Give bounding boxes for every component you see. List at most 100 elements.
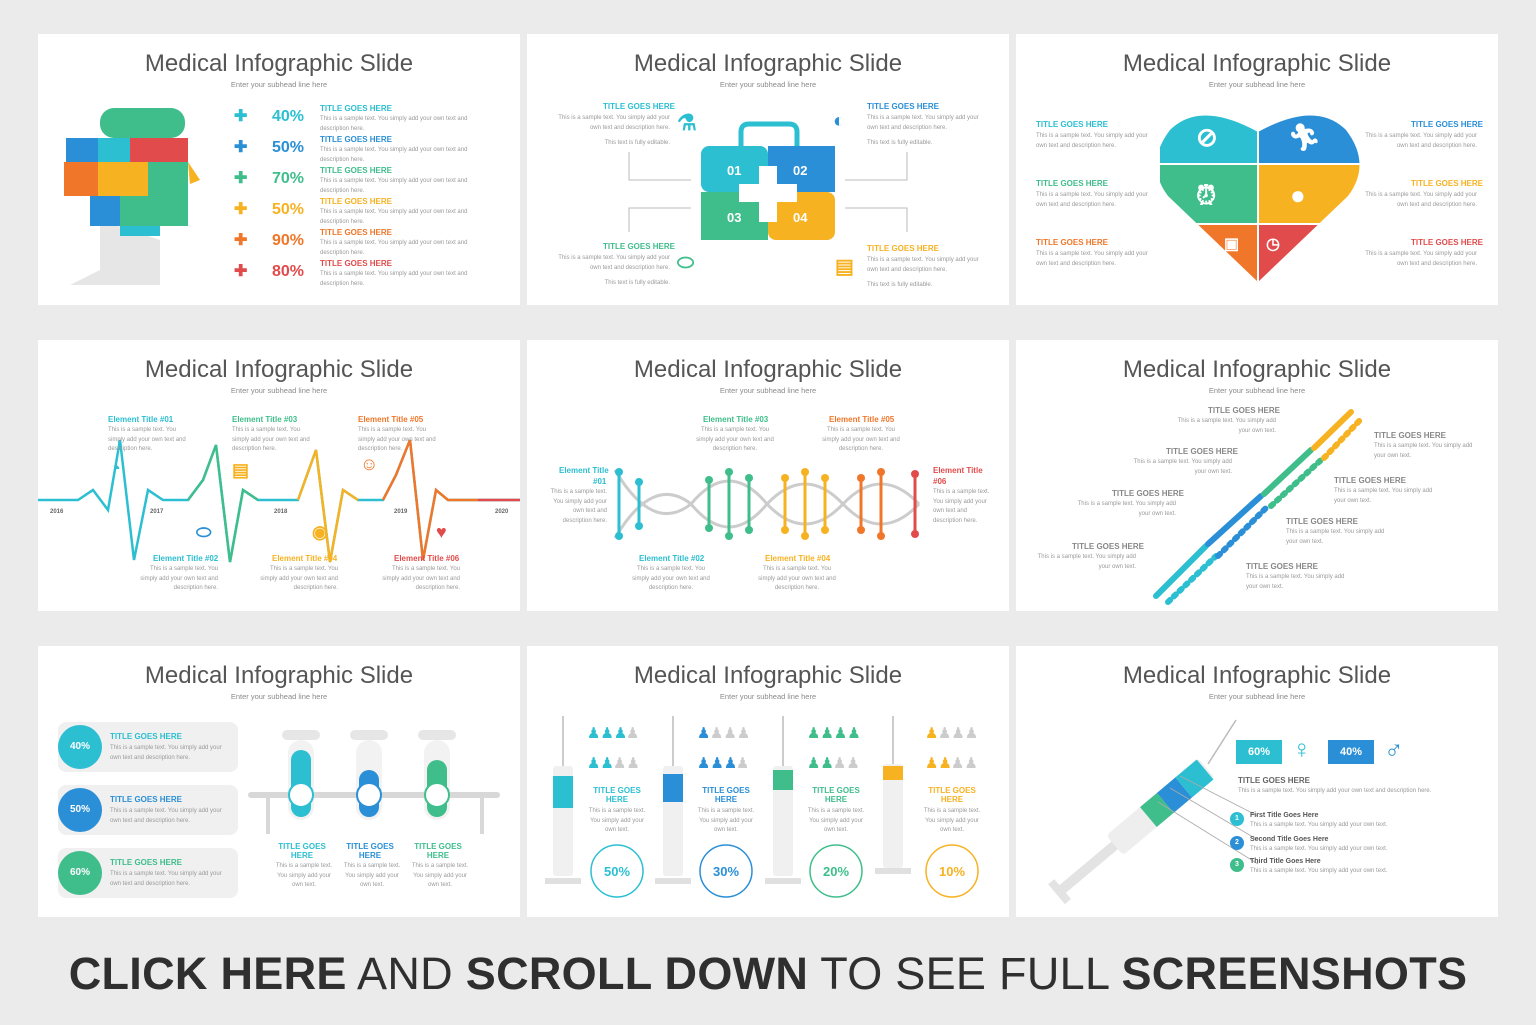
clipboard-icon: ▤: [835, 256, 854, 278]
slide-subtitle: Enter your subhead line here: [1208, 692, 1306, 701]
heart-text-l1: This is a sample text. You simply add yo…: [1036, 133, 1148, 149]
slide-title: Medical Infographic Slide: [633, 356, 903, 383]
slide-5-dna-horizontal[interactable]: Medical Infographic Slide Enter your sub…: [527, 340, 1009, 611]
row-title: TITLE GOES HERE: [320, 197, 393, 206]
element-title-04: Element Title #04: [765, 554, 831, 563]
pct-value: 80%: [272, 263, 305, 280]
slide-2-medical-kit[interactable]: Medical Infographic Slide Enter your sub…: [527, 34, 1009, 305]
element-title-06: Element Title: [933, 466, 983, 475]
tube-title-1: TITLE GOES HERE: [278, 842, 326, 860]
puzzle-icon: ✚: [234, 139, 248, 156]
item-number: 2: [1235, 839, 1239, 846]
dna-title-4: TITLE GOES HERE: [1072, 542, 1145, 551]
svg-text:♟: ♟: [626, 724, 639, 742]
card-text-1: This is a sample text. You simply add yo…: [110, 745, 222, 761]
element-text-04: This is a sample text. You simply add yo…: [260, 566, 338, 591]
head-puzzle-graphic: [64, 108, 200, 285]
block-title-bl: TITLE GOES HERE: [603, 242, 676, 251]
capsule-icon: ⬭: [677, 252, 695, 274]
slide-8-syringes[interactable]: Medical Infographic Slide Enter your sub…: [527, 646, 1009, 917]
apple-icon: ●: [1290, 180, 1306, 210]
male-icon: ♂: [1384, 734, 1404, 764]
male-pct-badge: 40%: [1328, 740, 1374, 764]
dna-text-3: This is a sample text. You simply add yo…: [1077, 501, 1176, 517]
block-text-bl: This is a sample text. You simply add yo…: [558, 255, 670, 271]
slide-subtitle: Enter your subhead line here: [1208, 386, 1306, 395]
pct-value: 50%: [272, 201, 305, 218]
row-text: This is a sample text. You simply add yo…: [320, 209, 468, 225]
heart-text-r1: This is a sample text. You simply add yo…: [1365, 133, 1477, 149]
slide-title: Medical Infographic Slide: [633, 50, 903, 77]
cta-screenshots: SCREENSHOTS: [1121, 948, 1468, 999]
element-text-06: This is a sample text. You simply add yo…: [382, 566, 460, 591]
dna-text-7: This is a sample text. You simply add yo…: [1286, 529, 1385, 545]
element-text-02: This is a sample text. You simply add yo…: [632, 566, 710, 591]
syringe-title-4: TITLE GOES HERE: [928, 786, 976, 804]
row-title: TITLE GOES HERE: [320, 166, 393, 175]
block-text-br: This is a sample text. You simply add yo…: [867, 257, 979, 273]
element-text-06: This is a sample text. You simply add yo…: [933, 489, 990, 524]
item-text: This is a sample text. You simply add yo…: [1250, 822, 1388, 828]
syringe-text-3: This is a sample text. You simply add yo…: [807, 808, 865, 833]
element-text-05: This is a sample text. You simply add yo…: [358, 427, 436, 452]
slide-6-dna-diagonal[interactable]: Medical Infographic Slide Enter your sub…: [1016, 340, 1498, 611]
card-text-3: This is a sample text. You simply add yo…: [110, 871, 222, 887]
pct-value: 40%: [272, 108, 305, 125]
element-title-01: Element Title #01: [108, 415, 174, 424]
item-number: 1: [1235, 815, 1239, 822]
slide-9-gender-syringe[interactable]: Medical Infographic Slide Enter your sub…: [1016, 646, 1498, 917]
item-text: This is a sample text. You simply add yo…: [1250, 846, 1388, 852]
slide-subtitle: Enter your subhead line here: [719, 80, 817, 89]
element-text-03: This is a sample text. You simply add yo…: [232, 427, 310, 452]
heart-text-r2: This is a sample text. You simply add yo…: [1365, 192, 1477, 208]
heart-title-r2: TITLE GOES HERE: [1411, 179, 1484, 188]
syringe-text-1: This is a sample text. You simply add yo…: [588, 808, 646, 833]
element-text-03: This is a sample text. You simply add yo…: [696, 427, 774, 452]
svg-text:♟♟: ♟♟: [833, 754, 860, 772]
lungs-icon: ♥: [436, 522, 447, 542]
row-title: TITLE GOES HERE: [320, 135, 393, 144]
slide-subtitle: Enter your subhead line here: [1208, 80, 1306, 89]
heart-title-l3: TITLE GOES HERE: [1036, 238, 1109, 247]
gender-text: This is a sample text. You simply add yo…: [1238, 788, 1432, 794]
heart-text-l3: This is a sample text. You simply add yo…: [1036, 251, 1148, 267]
slide-7-test-tubes[interactable]: Medical Infographic Slide Enter your sub…: [38, 646, 520, 917]
pct-value: 50%: [69, 804, 90, 815]
element-title-01: Element Title: [559, 466, 609, 475]
row-text: This is a sample text. You simply add yo…: [320, 116, 468, 132]
item-title: Third Title Goes Here: [1250, 858, 1321, 865]
slide-subtitle: Enter your subhead line here: [719, 386, 817, 395]
svg-text:♟♟: ♟♟: [613, 754, 640, 772]
heart-title-l2: TITLE GOES HERE: [1036, 179, 1109, 188]
svg-text:♟♟: ♟♟: [925, 754, 952, 772]
slide-1-head-puzzle[interactable]: Medical Infographic Slide Enter your sub…: [38, 34, 520, 305]
dna-title-2: TITLE GOES HERE: [1166, 447, 1239, 456]
tube-title-3: TITLE GOES HERE: [414, 842, 462, 860]
block-title-tl: TITLE GOES HERE: [603, 102, 676, 111]
timer-icon: ◷: [1266, 236, 1280, 253]
male-pct: 40%: [1339, 746, 1363, 758]
item-title: First Title Goes Here: [1250, 812, 1319, 819]
item-number: 3: [1235, 861, 1239, 868]
dna-title-1: TITLE GOES HERE: [1208, 406, 1281, 415]
row-title: TITLE GOES HERE: [320, 228, 393, 237]
item-title: Second Title Goes Here: [1250, 836, 1329, 843]
block-text-tl: This is a sample text. You simply add yo…: [558, 115, 670, 131]
element-title-05: Element Title #05: [358, 415, 424, 424]
heartbeat-line: [38, 439, 520, 563]
pct-value: 90%: [272, 232, 305, 249]
svg-text:♟: ♟: [736, 754, 749, 772]
scroll-cta-banner[interactable]: CLICK HERE AND SCROLL DOWN TO SEE FULL S…: [0, 948, 1536, 1000]
kit-q3: 03: [727, 210, 742, 225]
element-text-01: This is a sample text. You simply add yo…: [108, 427, 186, 452]
slide-4-heartbeat-timeline[interactable]: Medical Infographic Slide Enter your sub…: [38, 340, 520, 611]
slide-title: Medical Infographic Slide: [144, 662, 414, 689]
cta-click-here[interactable]: CLICK HERE: [68, 948, 347, 999]
year-label: 2016: [50, 509, 64, 515]
svg-text:♟♟: ♟♟: [587, 754, 614, 772]
syringe-text-4: This is a sample text. You simply add yo…: [923, 808, 981, 833]
row-text: This is a sample text. You simply add yo…: [320, 240, 468, 256]
pct-circle-2: 50%: [58, 788, 102, 832]
slide-3-heart[interactable]: Medical Infographic Slide Enter your sub…: [1016, 34, 1498, 305]
dna-helix-graphic: [613, 468, 921, 540]
